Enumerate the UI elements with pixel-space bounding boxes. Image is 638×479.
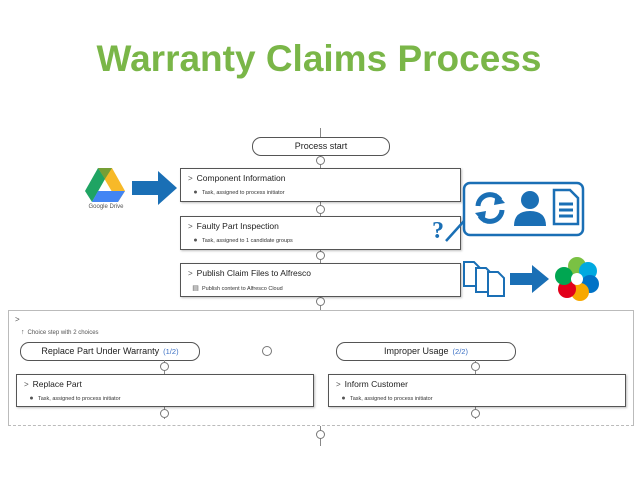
task-replace-part[interactable]: >Replace Part ● Task, assigned to process… bbox=[16, 374, 314, 407]
task-title: Inform Customer bbox=[344, 379, 408, 389]
choice-merge-node bbox=[262, 346, 272, 356]
files-icon bbox=[463, 261, 505, 297]
task-publish-claim-files[interactable]: >Publish Claim Files to Alfresco ▤Publis… bbox=[180, 263, 461, 297]
google-drive-label: Google Drive bbox=[88, 204, 124, 210]
task-title: Replace Part bbox=[32, 379, 82, 389]
arrow-right-icon bbox=[132, 171, 177, 205]
choice-icon: ↑ bbox=[21, 329, 25, 336]
chevron-right-icon[interactable]: > bbox=[188, 269, 193, 278]
document-icon: ▤ bbox=[192, 285, 199, 292]
user-icon bbox=[514, 191, 546, 226]
task-faulty-part-inspection[interactable]: >Faulty Part Inspection ● Task, assigned … bbox=[180, 216, 461, 250]
task-inform-customer[interactable]: >Inform Customer ● Task, assigned to proc… bbox=[328, 374, 626, 407]
flow-node bbox=[316, 430, 325, 439]
task-title: Component Information bbox=[196, 173, 286, 183]
person-icon: ● bbox=[29, 395, 34, 402]
slide-title: Warranty Claims Process bbox=[96, 38, 542, 79]
alfresco-icon bbox=[555, 257, 599, 301]
person-icon: ● bbox=[193, 237, 198, 244]
flow-node bbox=[471, 409, 480, 418]
task-title: Publish Claim Files to Alfresco bbox=[196, 268, 311, 278]
branch-replace-part-under-warranty[interactable]: Replace Part Under Warranty(1/2) bbox=[20, 342, 200, 361]
flow-node bbox=[316, 205, 325, 214]
sync-icon bbox=[475, 192, 505, 224]
task-subtitle: Task, assigned to process initiator bbox=[38, 396, 121, 402]
branch-index: (2/2) bbox=[452, 347, 468, 356]
chevron-right-icon[interactable]: > bbox=[188, 222, 193, 231]
flow-node bbox=[316, 156, 325, 165]
chevron-right-icon[interactable]: > bbox=[24, 380, 29, 389]
task-subtitle: Task, assigned to 1 candidate groups bbox=[202, 238, 293, 244]
branch-improper-usage[interactable]: Improper Usage(2/2) bbox=[336, 342, 516, 361]
arrow-right-icon bbox=[510, 265, 549, 293]
flow-connector bbox=[320, 128, 321, 138]
google-drive-icon bbox=[85, 168, 125, 202]
flow-node bbox=[316, 297, 325, 306]
choice-step-container: > ↑Choice step with 2 choices bbox=[8, 310, 634, 426]
question-mark: ? bbox=[432, 218, 444, 244]
document-icon bbox=[552, 188, 580, 226]
choice-step-label: Choice step with 2 choices bbox=[27, 330, 99, 336]
flow-node bbox=[316, 251, 325, 260]
person-icon: ● bbox=[193, 189, 198, 196]
branch-index: (1/2) bbox=[163, 347, 179, 356]
chevron-right-icon[interactable]: > bbox=[188, 174, 193, 183]
process-start-label: Process start bbox=[294, 141, 348, 151]
flow-node bbox=[160, 362, 169, 371]
task-subtitle: Publish content to Alfresco Cloud bbox=[202, 286, 283, 292]
task-title: Faulty Part Inspection bbox=[196, 221, 279, 231]
person-icon: ● bbox=[341, 395, 346, 402]
flow-node bbox=[160, 409, 169, 418]
branch-label: Improper Usage bbox=[384, 346, 449, 356]
flow-node bbox=[471, 362, 480, 371]
chevron-right-icon[interactable]: > bbox=[15, 315, 20, 324]
chevron-right-icon[interactable]: > bbox=[336, 380, 341, 389]
task-subtitle: Task, assigned to process initiator bbox=[350, 396, 433, 402]
process-start-node[interactable]: Process start bbox=[252, 137, 390, 156]
task-component-information[interactable]: >Component Information ● Task, assigned t… bbox=[180, 168, 461, 202]
task-subtitle: Task, assigned to process initiator bbox=[202, 190, 285, 196]
choice-step-info: ↑Choice step with 2 choices bbox=[21, 329, 99, 336]
branch-label: Replace Part Under Warranty bbox=[41, 346, 160, 356]
